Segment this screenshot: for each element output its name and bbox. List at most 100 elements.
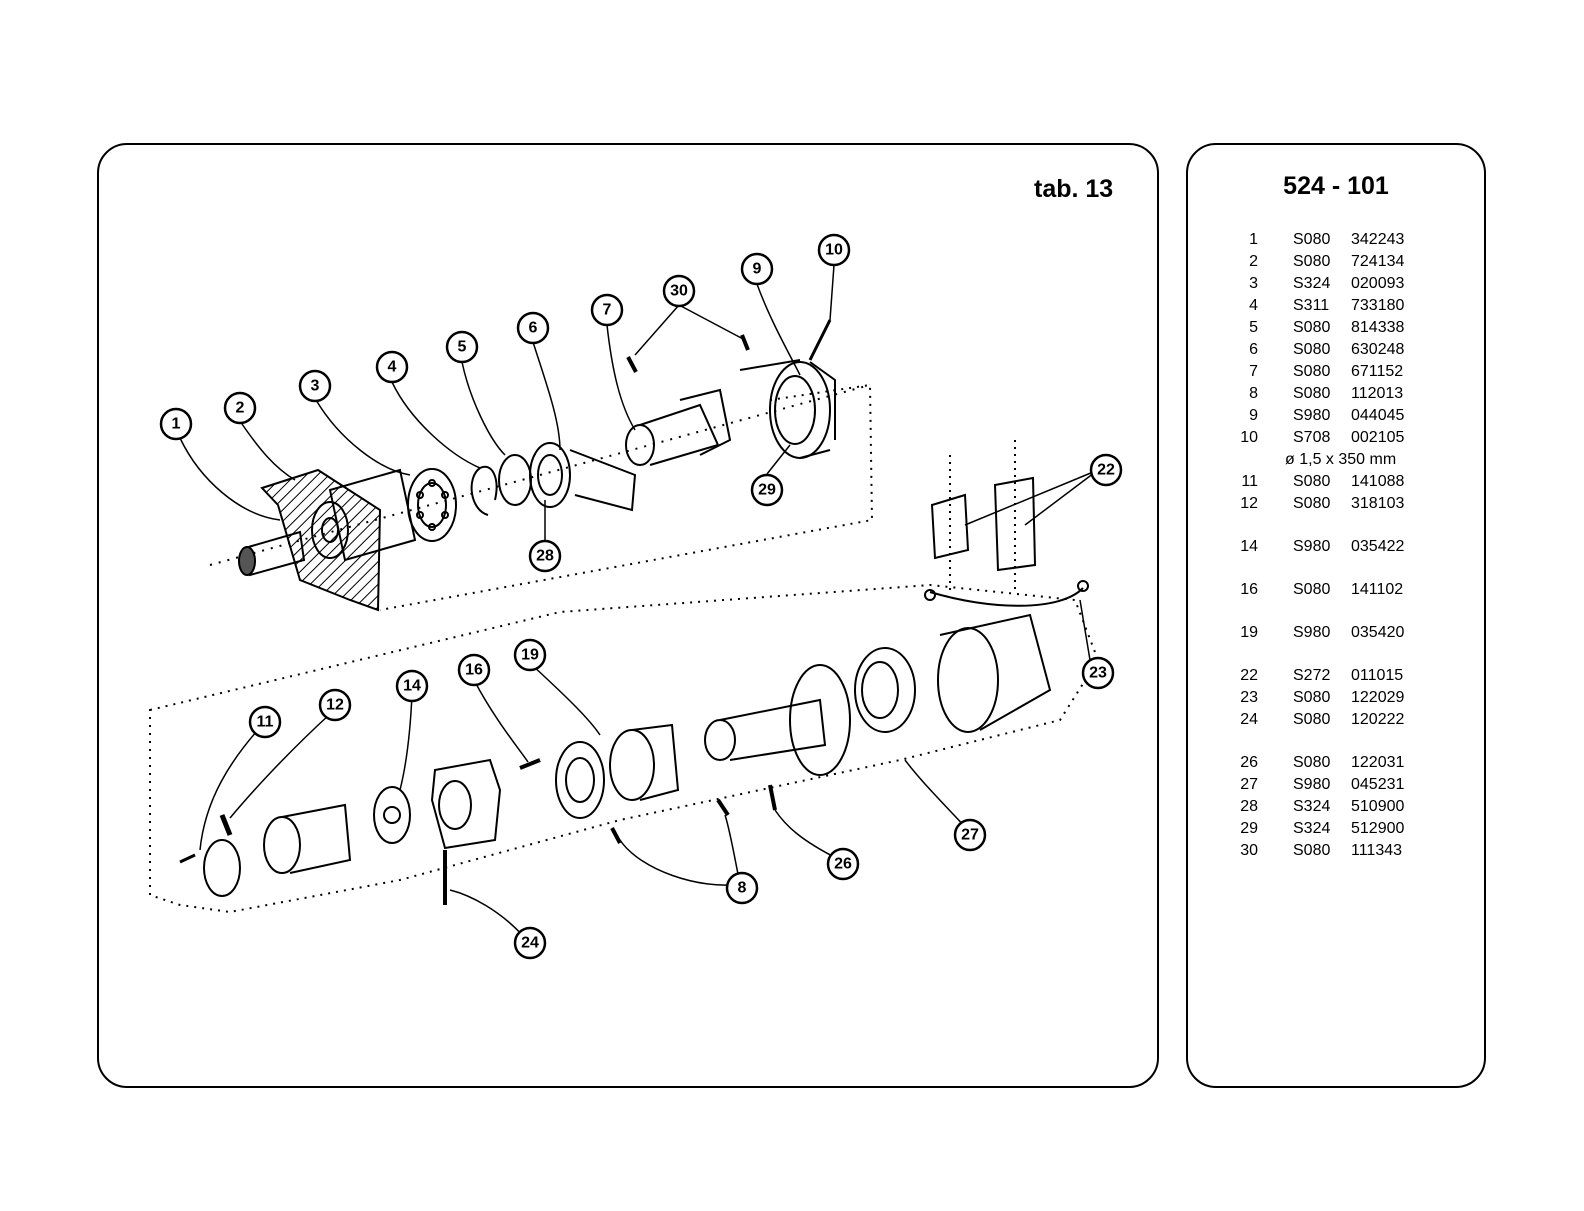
part-23-wire [929,587,1084,607]
part-ref: S080 [1293,689,1331,706]
callout-label: 29 [758,482,776,499]
callout-9: 9 [740,252,774,286]
part-code: 002105 [1351,429,1405,446]
part-pos: 3 [1249,275,1258,292]
callout-4: 4 [375,350,409,384]
part-pos: 4 [1249,297,1258,314]
callout-5: 5 [445,330,479,364]
part-code: 814338 [1351,319,1405,336]
part-8-pin-b [716,798,730,817]
part-30-pin-b [740,334,750,351]
callout-8: 8 [725,871,759,905]
callout-28: 28 [528,539,562,573]
callout-16: 16 [457,653,491,687]
callout-label: 14 [403,678,421,695]
callout-14: 14 [395,669,429,703]
callout-label: 9 [753,261,762,278]
part-code: 122031 [1351,754,1405,771]
part-22-pawls [930,440,1037,595]
tab-label: tab. 13 [1034,175,1114,203]
part-pos: 9 [1249,407,1258,424]
part-code: 512900 [1351,820,1405,837]
part-code: 671152 [1351,363,1404,380]
part-code: 120222 [1351,711,1405,728]
part-pos: 24 [1240,711,1258,728]
callout-26: 26 [826,847,860,881]
part-ref: S980 [1293,407,1331,424]
part-11-screw [179,853,196,864]
upper-axis-line [209,384,871,566]
callout-label: 30 [670,283,688,300]
part-ref: S080 [1293,473,1331,490]
part-10-wire [808,319,832,361]
part-23-screw-b [1077,580,1089,592]
part-1-shaft [238,530,306,577]
part-code: 733180 [1351,297,1405,314]
callout-24: 24 [513,926,547,960]
part-26-screw [768,784,777,811]
part-ref: S272 [1293,667,1331,684]
callout-11: 11 [248,705,282,739]
part-ref: S980 [1293,538,1331,555]
part-code: 011015 [1351,667,1404,684]
callout-12: 12 [318,688,352,722]
part-12-pin [219,814,233,836]
part-pos: 7 [1249,363,1258,380]
part-pos: 10 [1240,429,1258,446]
part-ref: S080 [1293,231,1331,248]
part-code: 141088 [1351,473,1405,490]
part-pos: 28 [1240,798,1258,815]
part-pos: 11 [1241,473,1258,490]
part-pos: 23 [1240,689,1258,706]
part-6-ratchet [529,442,637,512]
part-code: 020093 [1351,275,1405,292]
callout-label: 4 [388,359,397,376]
callout-27: 27 [953,818,987,852]
part-pos: 29 [1240,820,1258,837]
part-ref: S080 [1293,581,1331,598]
callout-label: 27 [961,827,979,844]
callout-label: 26 [834,856,852,873]
part-ref: S080 [1293,253,1331,270]
callout-label: 10 [825,242,843,259]
part-pos: 14 [1240,538,1258,555]
callout-label: 23 [1089,665,1107,682]
part-ref: S080 [1293,495,1331,512]
callout-label: 16 [465,662,483,679]
left-bushings [203,803,352,897]
callout-label: 12 [326,697,344,714]
part-23-screw-a [924,589,936,601]
bearing-housing-block [430,758,502,850]
part-code: 724134 [1351,253,1405,270]
callout-29: 29 [750,473,784,507]
part-code: 111343 [1351,842,1403,859]
part-19-bearing [555,723,680,819]
part-code: 122029 [1351,689,1405,706]
part-ref: S080 [1293,385,1331,402]
callout-label: 8 [738,880,747,897]
part-ref: S980 [1293,776,1331,793]
part-code: 630248 [1351,341,1405,358]
callout-label: 3 [311,378,320,395]
part-ref: S324 [1293,275,1331,292]
callout-label: 24 [521,935,539,952]
part-code: 035422 [1351,538,1405,555]
part-7-coupling [625,388,732,466]
part-note: ø 1,5 x 350 mm [1285,451,1397,468]
callout-label: 5 [458,339,467,356]
part-9-needle-bearing [739,359,836,459]
part-pos: 30 [1240,842,1258,859]
part-ref: S080 [1293,711,1331,728]
part-ref: S980 [1293,624,1331,641]
part-8-pin-a [610,827,622,844]
part-4-circlip [470,465,498,516]
part-2-housing [260,468,417,612]
parts-list-panel [1186,143,1486,1088]
part-ref: S080 [1293,754,1331,771]
callout-1: 1 [159,407,193,441]
part-pos: 19 [1240,624,1258,641]
part-30-pin-a [626,356,638,373]
part-ref: S311 [1293,297,1330,314]
callout-3: 3 [298,369,332,403]
part-pos: 16 [1240,581,1258,598]
